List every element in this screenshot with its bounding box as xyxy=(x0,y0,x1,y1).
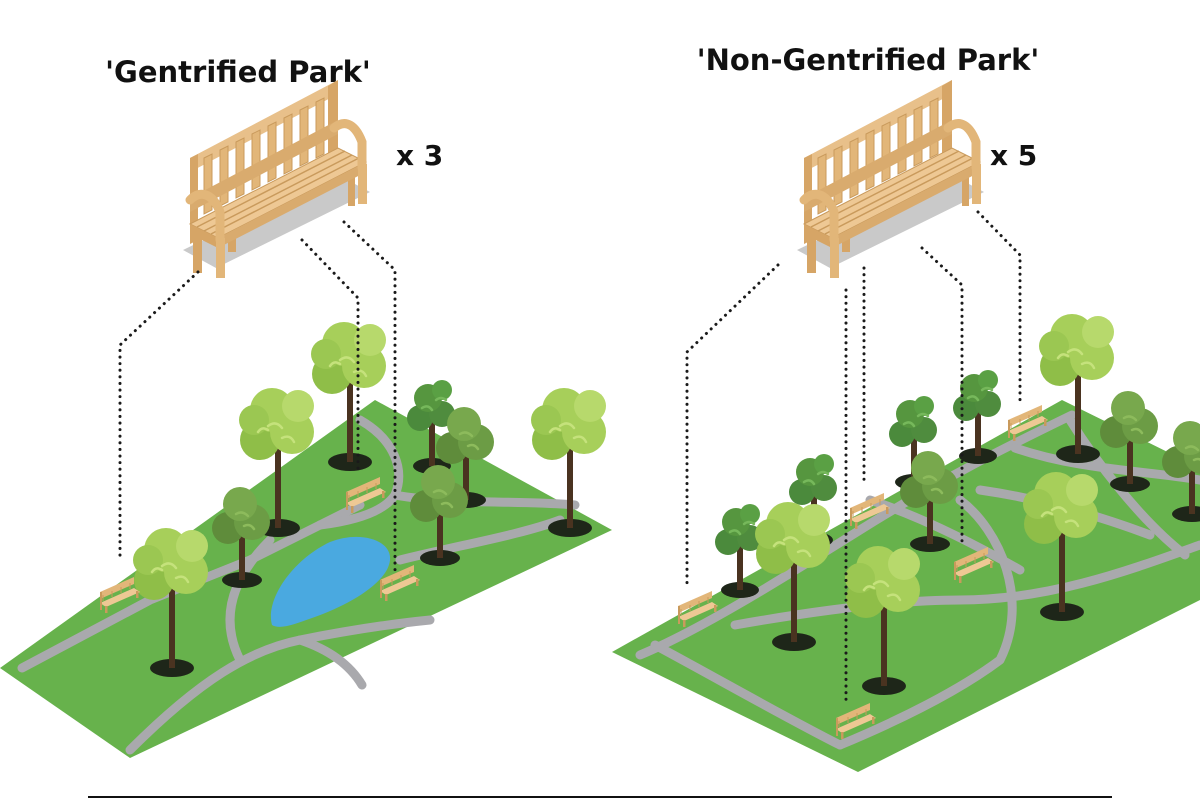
non-gentrified-park-title: 'Non-Gentrified Park' xyxy=(697,43,1040,77)
bench-icon xyxy=(183,80,370,278)
non-gentrified-leader-lines xyxy=(685,210,1022,702)
gentrified-bench-count: x 3 xyxy=(396,139,443,172)
gentrified-park-panel: 'Gentrified Park' x 3 xyxy=(0,55,612,758)
bench-icon xyxy=(797,80,984,278)
non-gentrified-park-paths xyxy=(635,410,1200,750)
gentrified-park-title: 'Gentrified Park' xyxy=(105,55,371,89)
non-gentrified-bench-count: x 5 xyxy=(990,139,1037,172)
non-gentrified-park-panel: 'Non-Gentrified Park' x 5 xyxy=(612,43,1200,772)
pond-icon xyxy=(270,536,391,627)
gentrified-leader-lines xyxy=(118,220,397,572)
